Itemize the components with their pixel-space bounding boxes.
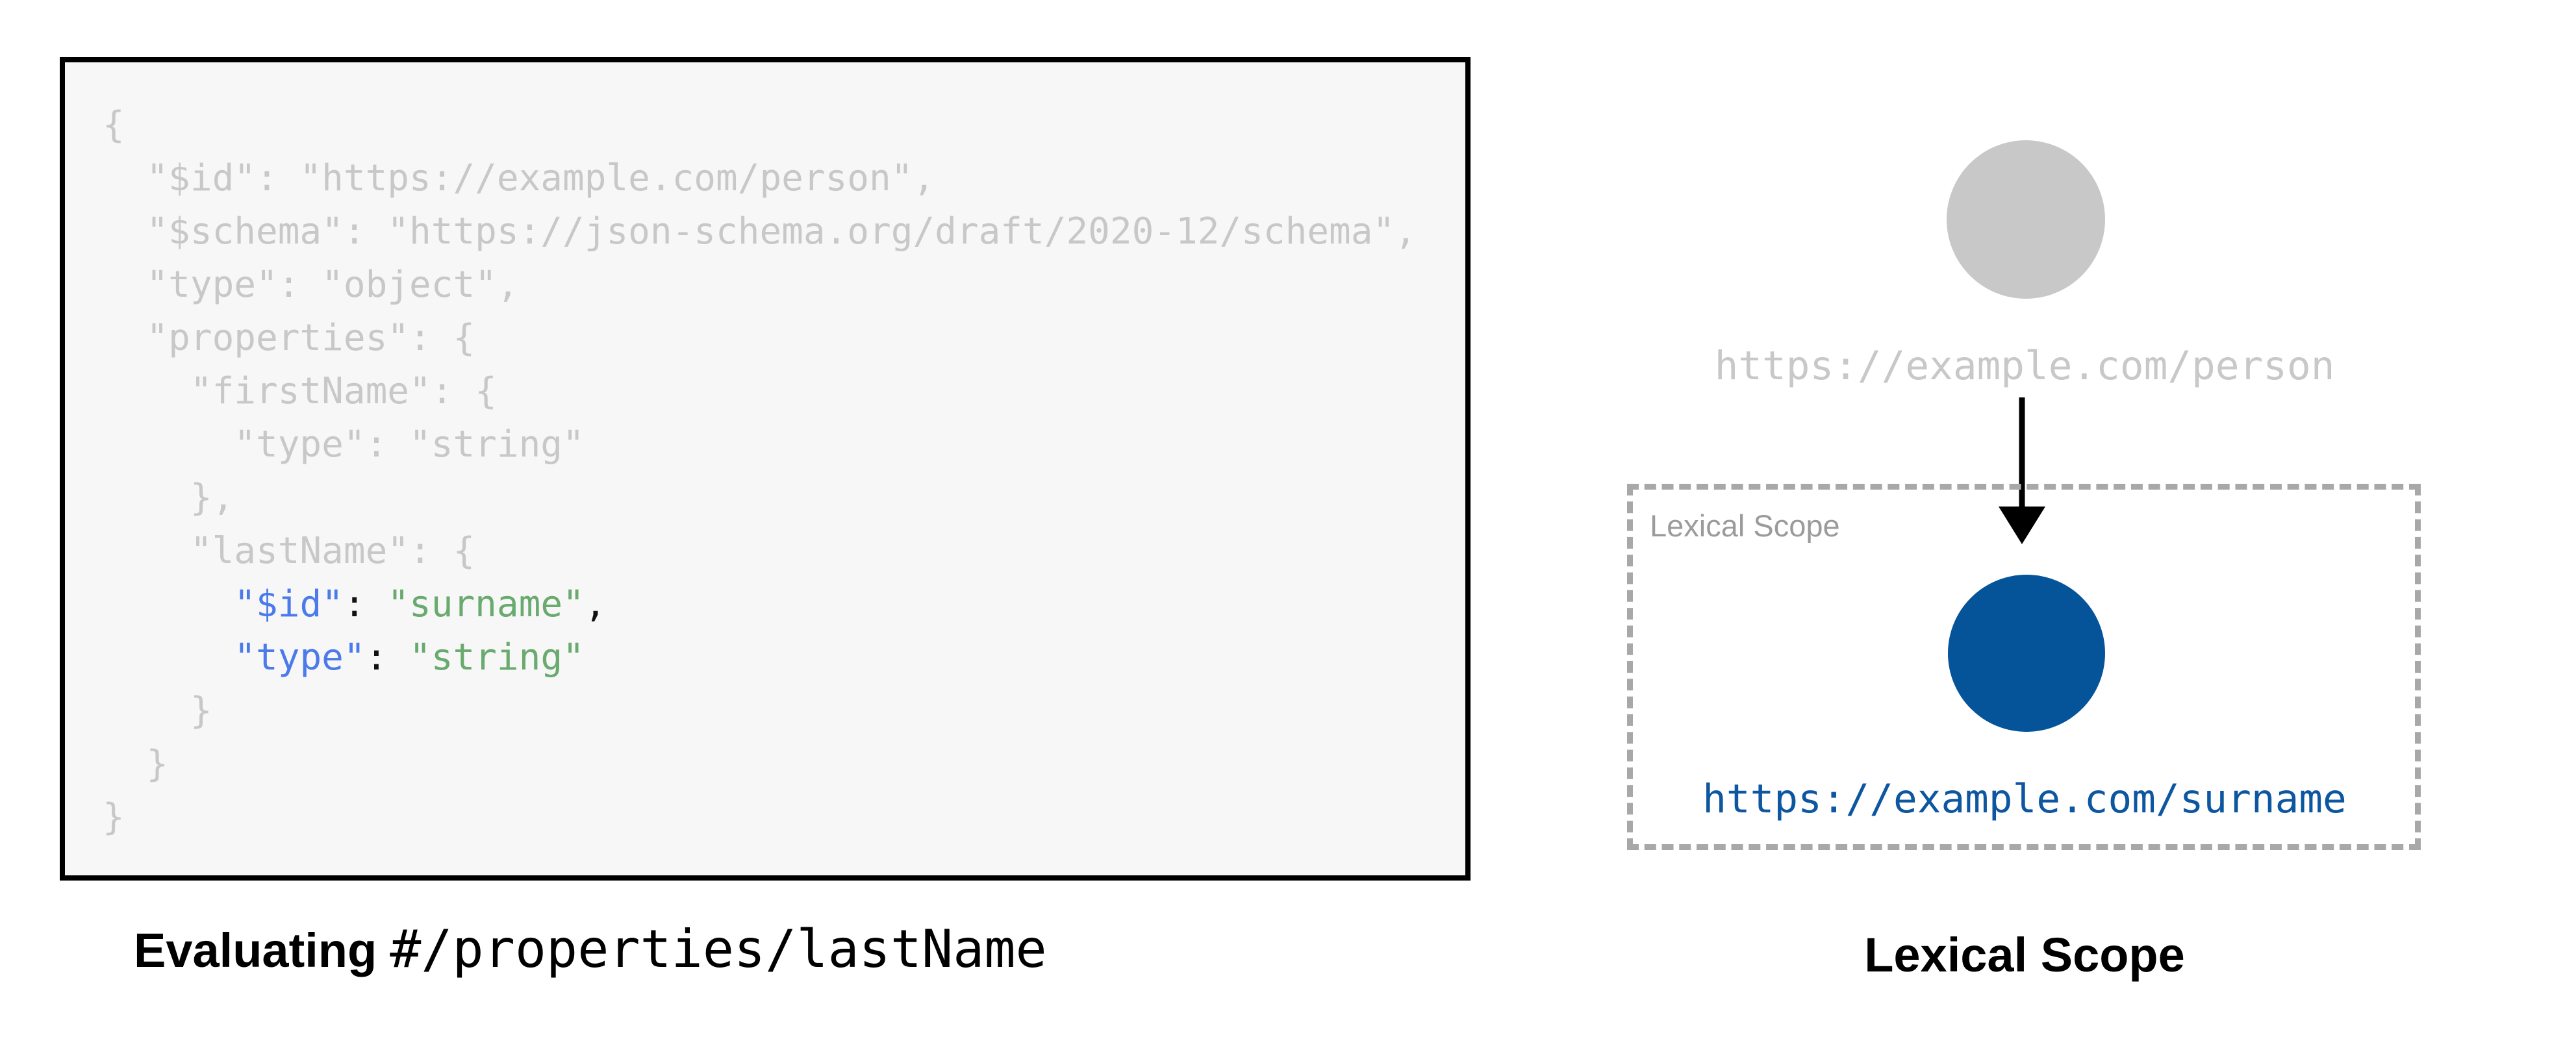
- right-caption: Lexical Scope: [1864, 928, 2185, 982]
- child-schema-node: [1948, 575, 2105, 732]
- json-schema-code-panel: { "$id": "https://example.com/person", "…: [60, 57, 1471, 881]
- child-schema-uri: https://example.com/surname: [1702, 776, 2347, 822]
- lexical-scope-box: [1627, 484, 2421, 850]
- left-caption: Evaluating #/properties/lastName: [134, 921, 1047, 978]
- left-caption-json-pointer: #/properties/lastName: [390, 919, 1047, 979]
- parent-schema-uri: https://example.com/person: [1714, 343, 2335, 389]
- left-caption-evaluating: Evaluating: [134, 923, 377, 977]
- json-schema-code: { "$id": "https://example.com/person", "…: [103, 104, 1417, 838]
- parent-schema-node: [1947, 140, 2105, 299]
- arrow-down-icon: [1999, 397, 2045, 544]
- lexical-scope-box-label: Lexical Scope: [1650, 508, 1840, 543]
